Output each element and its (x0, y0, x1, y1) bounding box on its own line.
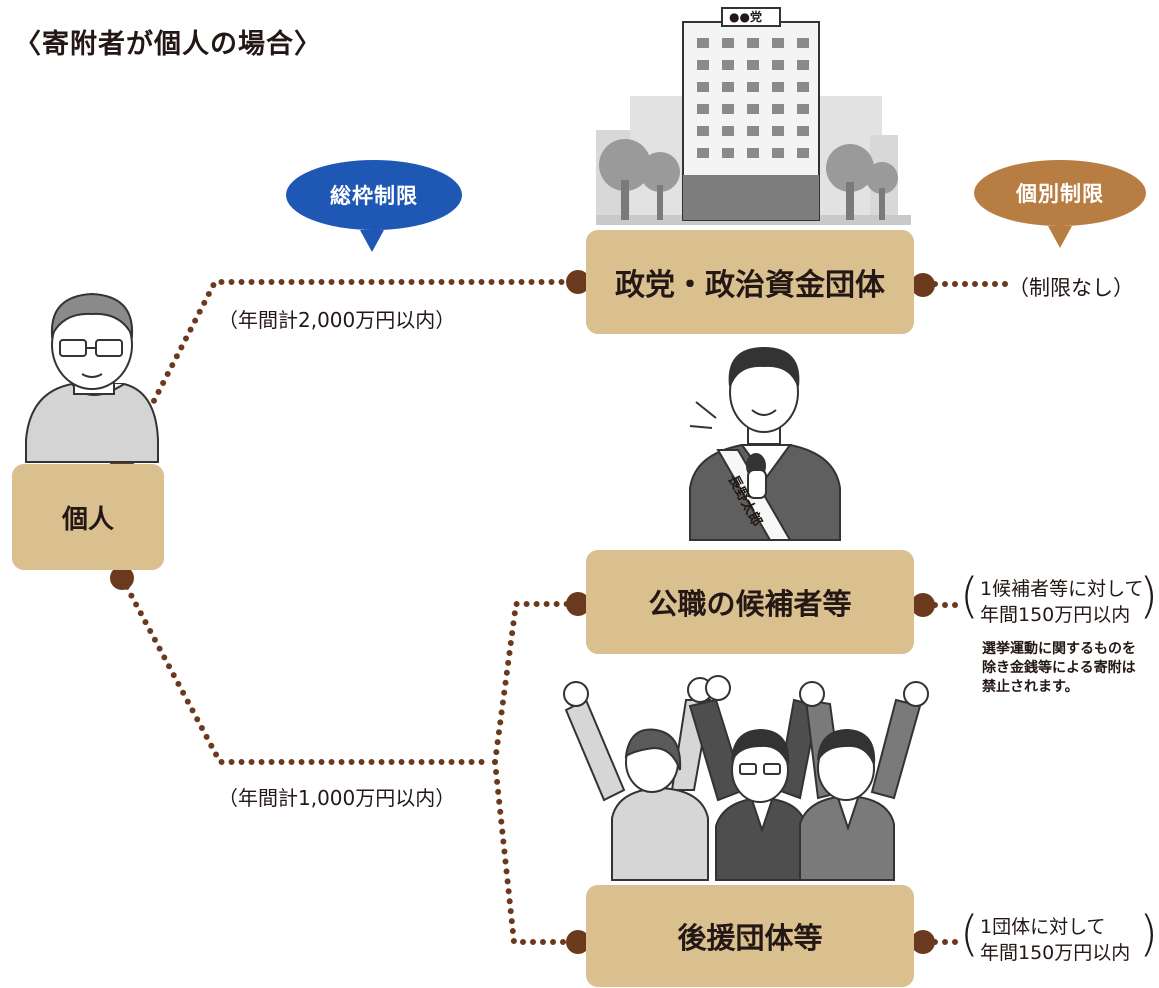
connector-branch-vertical (492, 601, 573, 765)
dot-party-left (566, 270, 590, 294)
dot-support-right (911, 930, 935, 954)
candidate-limit-line1: 1候補者等に対して (980, 578, 1144, 600)
node-candidate: 公職の候補者等 (586, 550, 914, 654)
party-no-limit: （制限なし） (1008, 276, 1134, 300)
individual-limit-label: 個別制限 (1016, 182, 1104, 206)
total-limit-others: （年間計1,000万円以内） (218, 786, 456, 810)
individual-limit-bubble-pointer (1048, 226, 1072, 248)
node-party-label: 政党・政治資金団体 (615, 268, 885, 303)
total-limit-bubble-pointer (360, 230, 384, 252)
page-title: 〈寄附者が個人の場合〉 (14, 29, 322, 60)
node-candidate-label: 公職の候補者等 (648, 587, 852, 621)
dot-support-left (566, 930, 590, 954)
total-limit-bubble: 総枠制限 (286, 160, 462, 230)
candidate-note-line1: 選挙運動に関するものを (982, 641, 1136, 657)
connector-individual-to-party (119, 279, 568, 466)
candidate-note-line2: 除き金銭等による寄附は (982, 660, 1136, 676)
connector-individual-to-others (119, 575, 493, 765)
candidate-note: 選挙運動に関するものを 除き金銭等による寄附は 禁止されます。 (982, 640, 1136, 697)
individual-person-illustration (25, 292, 159, 463)
candidate-limit-line2: 年間150万円以内 (980, 604, 1131, 626)
dot-party-right (911, 273, 935, 297)
dot-candidate-left (566, 592, 590, 616)
candidate-note-line3: 禁止されます。 (982, 679, 1079, 695)
connector-branch-lower (492, 759, 573, 945)
individual-limit-bubble: 個別制限 (974, 160, 1146, 226)
node-individual-label: 個人 (61, 504, 114, 535)
node-support-group-label: 後援団体等 (677, 921, 823, 955)
dot-individual-bottom (110, 566, 134, 590)
candidate-limit: ( ) 1候補者等に対して 年間150万円以内 (960, 568, 1158, 626)
candidate-illustration (689, 346, 841, 541)
total-limit-party: （年間計2,000万円以内） (218, 308, 456, 332)
support-limit: ( ) 1団体に対して 年間150万円以内 (960, 906, 1158, 964)
party-building-illustration (596, 7, 911, 225)
node-party: 政党・政治資金団体 (586, 230, 914, 334)
node-individual: 個人 (12, 464, 164, 570)
node-support-group: 後援団体等 (586, 885, 914, 987)
support-limit-line2: 年間150万円以内 (980, 942, 1131, 964)
building-sign: ●●党 (729, 10, 762, 24)
supporters-illustration (563, 675, 929, 881)
total-limit-label: 総枠制限 (330, 184, 418, 208)
support-limit-line1: 1団体に対して (980, 916, 1106, 938)
dot-candidate-right (911, 593, 935, 617)
